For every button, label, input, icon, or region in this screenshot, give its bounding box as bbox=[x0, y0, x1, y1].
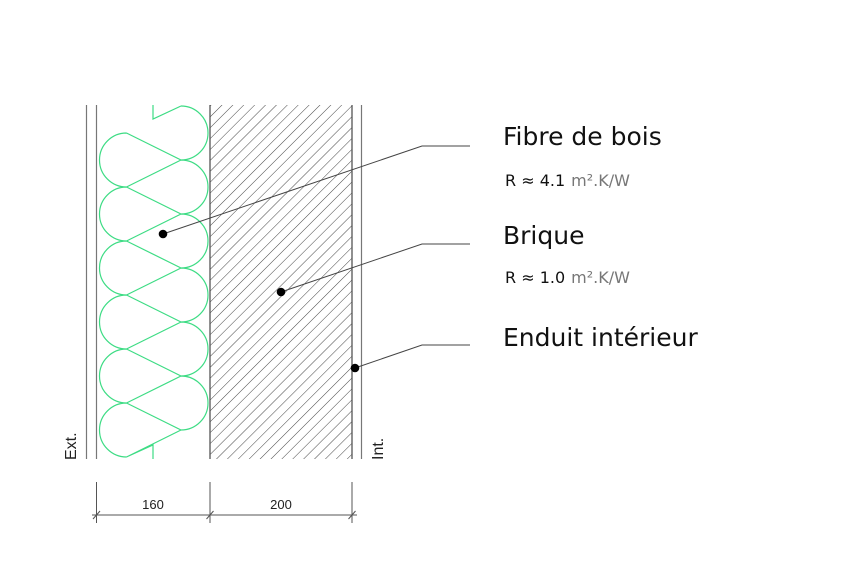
dimension-insulation: 160 bbox=[142, 497, 164, 512]
leader-fibre bbox=[162, 145, 470, 235]
layer-r-brique: R ≈ 1.0 m².K/W bbox=[505, 268, 630, 287]
interior-label: Int. bbox=[370, 438, 387, 460]
brick-hatch bbox=[210, 105, 352, 459]
layer-r-fibre: R ≈ 4.1 m².K/W bbox=[505, 171, 630, 190]
dot-fibre bbox=[158, 229, 168, 239]
r-unit: m².K/W bbox=[571, 171, 630, 190]
dimension-line bbox=[92, 482, 357, 523]
insulation-symbol bbox=[98, 105, 209, 459]
leader-brique bbox=[280, 243, 470, 293]
insulation-loops bbox=[98, 105, 209, 459]
exterior-label: Ext. bbox=[63, 432, 80, 460]
r-value: 4.1 bbox=[539, 171, 566, 190]
dimension-brick: 200 bbox=[270, 497, 292, 512]
layer-title-brique: Brique bbox=[503, 221, 585, 250]
r-prefix: R ≈ bbox=[505, 268, 535, 287]
leader-enduit bbox=[354, 344, 470, 369]
dot-enduit bbox=[350, 363, 360, 373]
dot-brique bbox=[276, 287, 286, 297]
layer-title-fibre: Fibre de bois bbox=[503, 122, 662, 151]
r-prefix: R ≈ bbox=[505, 171, 535, 190]
layer-title-enduit: Enduit intérieur bbox=[503, 323, 698, 352]
r-unit: m².K/W bbox=[571, 268, 630, 287]
r-value: 1.0 bbox=[539, 268, 566, 287]
